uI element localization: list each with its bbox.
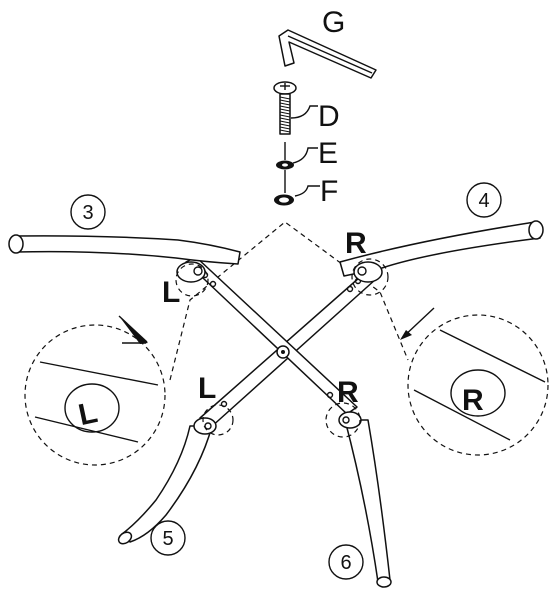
bolt-thread [279, 129, 291, 133]
leg-3 [8, 234, 241, 283]
marker-right-bottom: R [337, 376, 359, 409]
flat-washer-leader [294, 185, 320, 197]
center-pivot [276, 345, 290, 359]
joint-circle-bottom-left [202, 404, 234, 436]
lock-washer-leader [292, 147, 318, 164]
marker-right-top: R [345, 227, 367, 260]
callout-leg-5: 5 [150, 520, 186, 556]
bolt-thread [279, 120, 291, 124]
callout-leg-4: 4 [466, 182, 502, 218]
bolt-thread [279, 108, 291, 112]
callout-leg-5-text: 5 [162, 528, 173, 550]
callout-leg-3-text: 3 [82, 202, 93, 224]
hex-key-g [278, 29, 377, 79]
bolt-thread [279, 96, 291, 100]
marker-left-top: L [162, 276, 180, 309]
callout-leg-6: 6 [328, 544, 364, 580]
bolt-thread [279, 99, 291, 103]
bolt-thread [279, 102, 291, 106]
bolt-thread [279, 114, 291, 118]
right-detail-circle [400, 307, 549, 456]
right-detail-marker: R [462, 384, 484, 417]
lock-washer-label: E [318, 137, 338, 170]
bolt-leader [290, 105, 318, 119]
bolt-thread [279, 111, 291, 115]
callout-leg-3: 3 [70, 194, 106, 230]
callout-leg-4-text: 4 [478, 190, 489, 212]
hex-key-label: G [322, 6, 345, 39]
bolt-thread [279, 117, 291, 121]
leg-6 [338, 411, 392, 588]
bolt-d [273, 81, 297, 135]
callout-leg-6-text: 6 [340, 552, 351, 574]
bolt-thread [279, 126, 291, 130]
flat-washer-label: F [320, 175, 338, 208]
leg-5 [117, 417, 217, 545]
bolt-thread [279, 105, 291, 109]
guide-lines [169, 221, 409, 381]
left-detail-marker: L [76, 396, 101, 432]
lock-washer-e [276, 160, 294, 170]
marker-left-bottom: L [198, 372, 216, 405]
left-detail-circle [24, 315, 166, 466]
joint-circle-top-right [351, 258, 389, 296]
leg-4 [339, 220, 544, 283]
flat-washer-f [274, 194, 294, 206]
bolt-label: D [318, 100, 340, 133]
joint-circle-bottom-right [325, 402, 361, 438]
bolt-thread [279, 123, 291, 127]
joint-circle-top-left [175, 263, 209, 297]
